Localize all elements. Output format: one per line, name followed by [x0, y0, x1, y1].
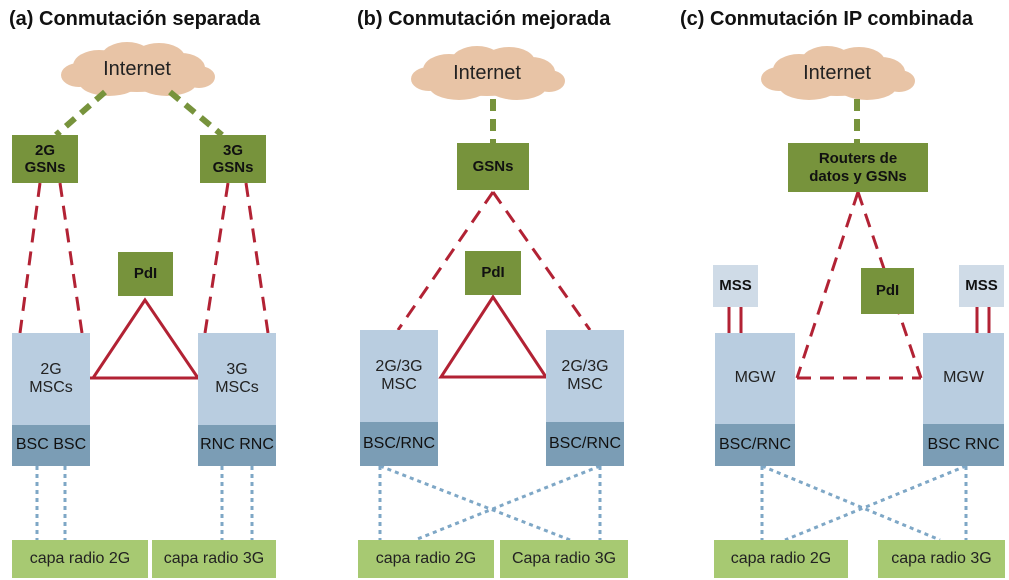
panel-c-pdi: PdI: [861, 268, 914, 314]
routers-line1: Routers de: [818, 150, 898, 168]
msc-b-left-line2: MSC: [381, 376, 417, 393]
panel-c-mgw-right: MGW: [923, 333, 1004, 424]
panel-b-title: (b) Conmutación mejorada: [357, 8, 611, 30]
gsn-3g-line1: 3G: [222, 141, 243, 159]
msc-2g-line2: MSCs: [29, 379, 73, 396]
panel-c-bsc-rnc-right: BSC RNC: [923, 424, 1004, 466]
panel-c-title: (c) Conmutación IP combinada: [680, 8, 973, 30]
panel-b-bsc-rnc-left: BSC/RNC: [360, 422, 438, 466]
msc-2g-line1: 2G: [40, 360, 62, 378]
panel-c-mss-left: MSS: [713, 265, 758, 307]
gsn-2g-line1: 2G: [34, 141, 55, 159]
panel-c-internet-label: Internet: [803, 62, 871, 84]
panel-b-radio-3g: Capa radio 3G: [500, 540, 628, 578]
msc-3g-line1: 3G: [226, 360, 248, 378]
mss-links: [727, 307, 991, 333]
msc-b-right-line2: MSC: [567, 376, 603, 393]
red-triangles: [88, 294, 549, 380]
panel-c-mgw-left: MGW: [715, 333, 795, 424]
panel-a-radio-2g: capa radio 2G: [12, 540, 148, 578]
panel-a-radio-3g: capa radio 3G: [152, 540, 276, 578]
panel-b-gsn: GSNs: [457, 143, 529, 190]
panel-c-radio-2g: capa radio 2G: [714, 540, 848, 578]
panel-a-internet-label: Internet: [103, 58, 171, 80]
panel-c-mss-right: MSS: [959, 265, 1004, 307]
gsn-2g-line2: GSNs: [24, 159, 66, 176]
gsn-3g-line2: GSNs: [212, 159, 254, 176]
panel-c-radio-3g: capa radio 3G: [878, 540, 1005, 578]
panel-b-radio-2g: capa radio 2G: [358, 540, 494, 578]
panel-b-internet-label: Internet: [453, 62, 521, 84]
panel-b-pdi: PdI: [465, 251, 521, 295]
msc-b-right-line1: 2G/3G: [561, 357, 609, 375]
panel-a-title: (a) Conmutación separada: [9, 8, 261, 30]
internet-links: [54, 89, 860, 143]
panel-a-pdi: PdI: [118, 252, 173, 296]
msc-b-left-line1: 2G/3G: [375, 357, 423, 375]
panel-c-bsc-rnc-left: BSC/RNC: [715, 424, 795, 466]
radio-links: [35, 464, 968, 542]
panel-b-bsc-rnc-right: BSC/RNC: [546, 422, 624, 466]
panel-a-bsc: BSC BSC: [12, 425, 90, 466]
msc-3g-line2: MSCs: [215, 379, 259, 396]
routers-line2: datos y GSNs: [809, 167, 907, 185]
panel-a-rnc: RNC RNC: [198, 425, 276, 466]
